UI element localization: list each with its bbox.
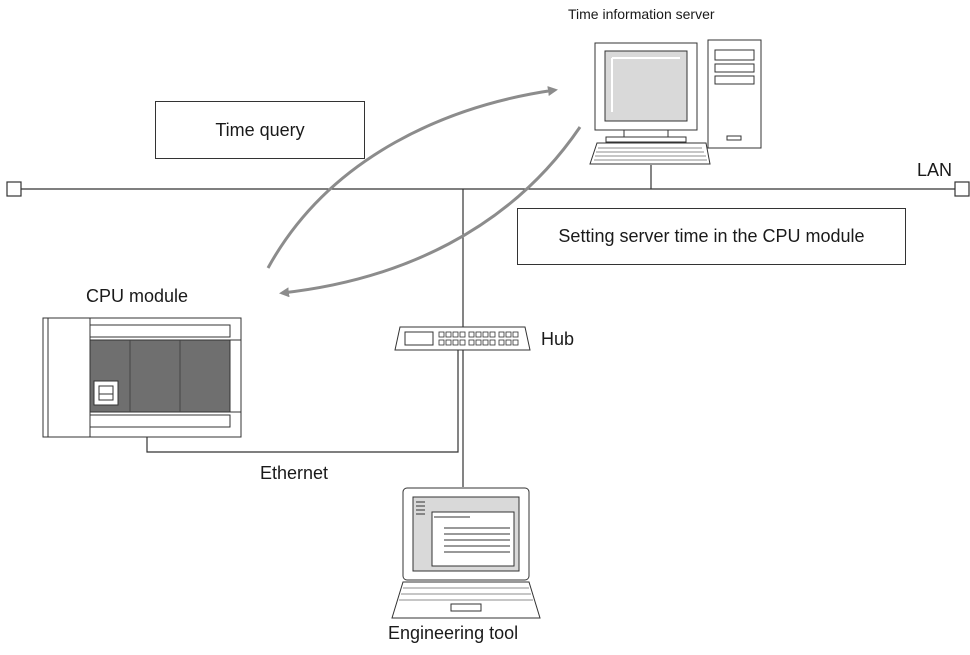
hub-icon: [394, 326, 531, 351]
ethernet-cable: [146, 350, 459, 453]
drive-bay-1: [714, 49, 755, 61]
lan-terminator-left: [6, 181, 22, 197]
time-query-box: Time query: [155, 101, 365, 159]
drive-bay-3: [714, 75, 755, 85]
cpu-module-icon: [42, 317, 242, 438]
hub-label: Hub: [541, 329, 575, 349]
lan-terminator-right: [954, 181, 970, 197]
power-button: [726, 135, 742, 141]
server-computer-icon: [589, 39, 762, 165]
setting-time-box: Setting server time in the CPU module: [517, 208, 906, 265]
time-query-arrow: [266, 86, 558, 269]
laptop-touchpad: [450, 603, 482, 612]
drive-bay-2: [714, 63, 755, 73]
monitor-stand: [623, 129, 669, 138]
lan-label: LAN: [917, 160, 953, 180]
monitor-screen: [604, 50, 688, 122]
cpu-side-panel: [47, 317, 91, 438]
cpu-module-label: CPU module: [86, 286, 189, 306]
cpu-bottom-rail: [89, 414, 231, 428]
engineering-tool-label: Engineering tool: [388, 623, 519, 643]
ethernet-port-icon: [93, 380, 119, 406]
setting-time-label: Setting server time in the CPU module: [558, 226, 865, 246]
ethernet-label: Ethernet: [260, 463, 329, 483]
time-setting-arrow: [279, 126, 582, 298]
monitor-base: [605, 136, 687, 143]
keyboard: [589, 142, 711, 165]
lan-line: [6, 181, 970, 197]
cpu-top-rail: [89, 324, 231, 338]
laptop-icon: [391, 487, 541, 619]
time-query-label: Time query: [215, 119, 305, 140]
hub-panel: [404, 331, 434, 346]
connection-lines: [146, 165, 652, 487]
server-label: Time information server: [568, 6, 715, 22]
